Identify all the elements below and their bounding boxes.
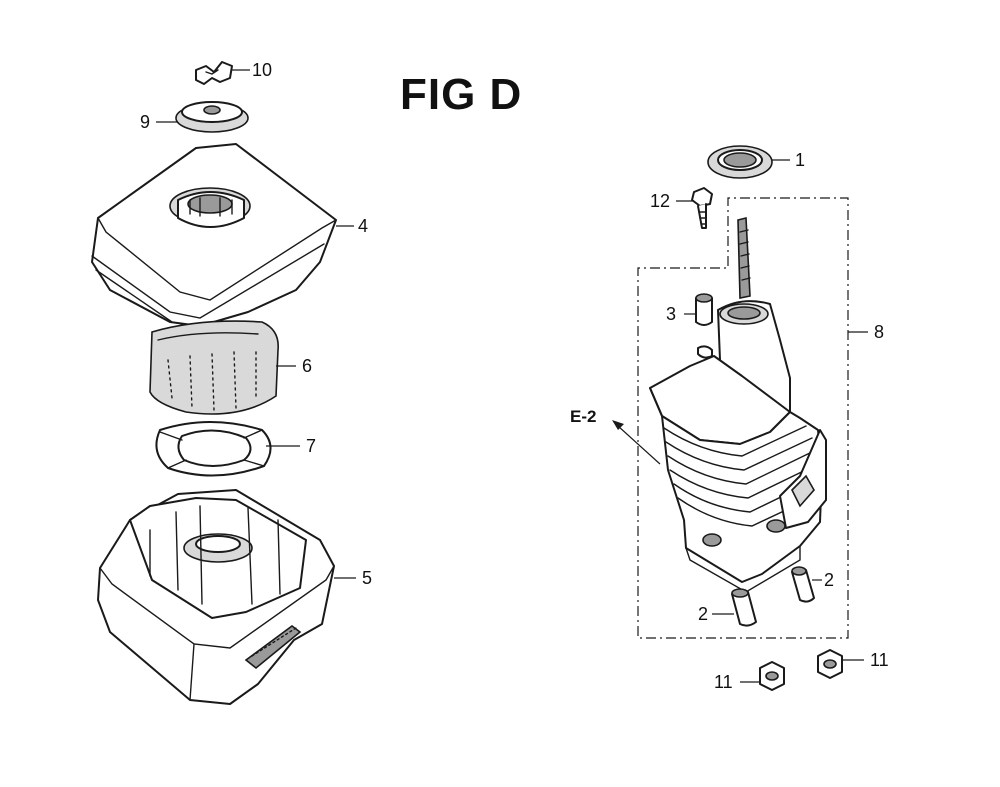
seal-washer-part (175, 101, 249, 133)
callout-4: 4 (358, 216, 369, 236)
callout-9: 9 (140, 112, 151, 132)
reference-label: E-2 (570, 407, 597, 426)
dowel-pin-lower-left (731, 588, 757, 627)
nut-right (817, 649, 843, 679)
dowel-pin-part (695, 293, 713, 326)
callout-10: 10 (252, 60, 273, 80)
callout-7: 7 (306, 436, 317, 456)
callout-8: 8 (874, 322, 885, 342)
callout-2-left: 2 (698, 604, 709, 624)
foam-filter-part (149, 320, 279, 415)
callout-12: 12 (650, 191, 671, 211)
cylinder-barrel-part (649, 216, 827, 593)
callout-3: 3 (666, 304, 677, 324)
bolt-part (691, 187, 713, 229)
figure-title: FIG D (400, 70, 523, 119)
callout-6: 6 (302, 356, 313, 376)
callout-2-right: 2 (824, 570, 835, 590)
air-cleaner-cover-part (91, 143, 337, 327)
dowel-pin-lower-right (791, 566, 815, 603)
nut-left (759, 661, 785, 691)
callout-11-right: 11 (870, 650, 889, 670)
wing-nut-part (195, 61, 233, 85)
assembly-bracket (637, 197, 849, 639)
callout-1: 1 (795, 150, 806, 170)
reference-arrow (612, 420, 661, 465)
air-cleaner-case-part (97, 489, 335, 705)
callout-5: 5 (362, 568, 373, 588)
filter-gasket-part (155, 421, 272, 477)
callout-11-left: 11 (714, 672, 733, 692)
oil-seal-part (707, 145, 773, 179)
